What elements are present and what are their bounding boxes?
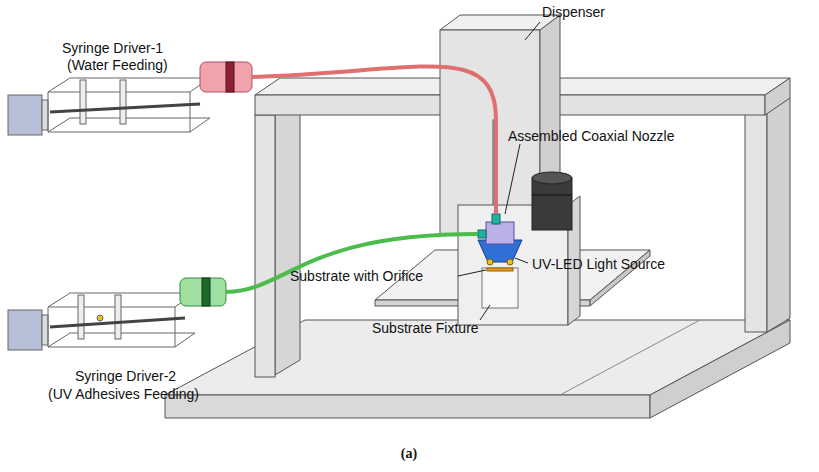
part-name: Substrate Fixture [372,320,479,336]
part-name: Substrate with Orifice [290,268,423,284]
part-name: Syringe Driver-1 [62,40,163,56]
part-name: UV-LED Light Source [532,256,665,272]
part-name: (UV Adhesives Feeding) [48,386,199,402]
part-name: (Water Feeding) [67,57,168,73]
part-name: Syringe Driver-2 [75,368,176,384]
part-name: Dispenser [542,4,605,20]
part-name: Assembled Coaxial Nozzle [508,128,675,144]
figure-caption: (a) [401,446,417,462]
